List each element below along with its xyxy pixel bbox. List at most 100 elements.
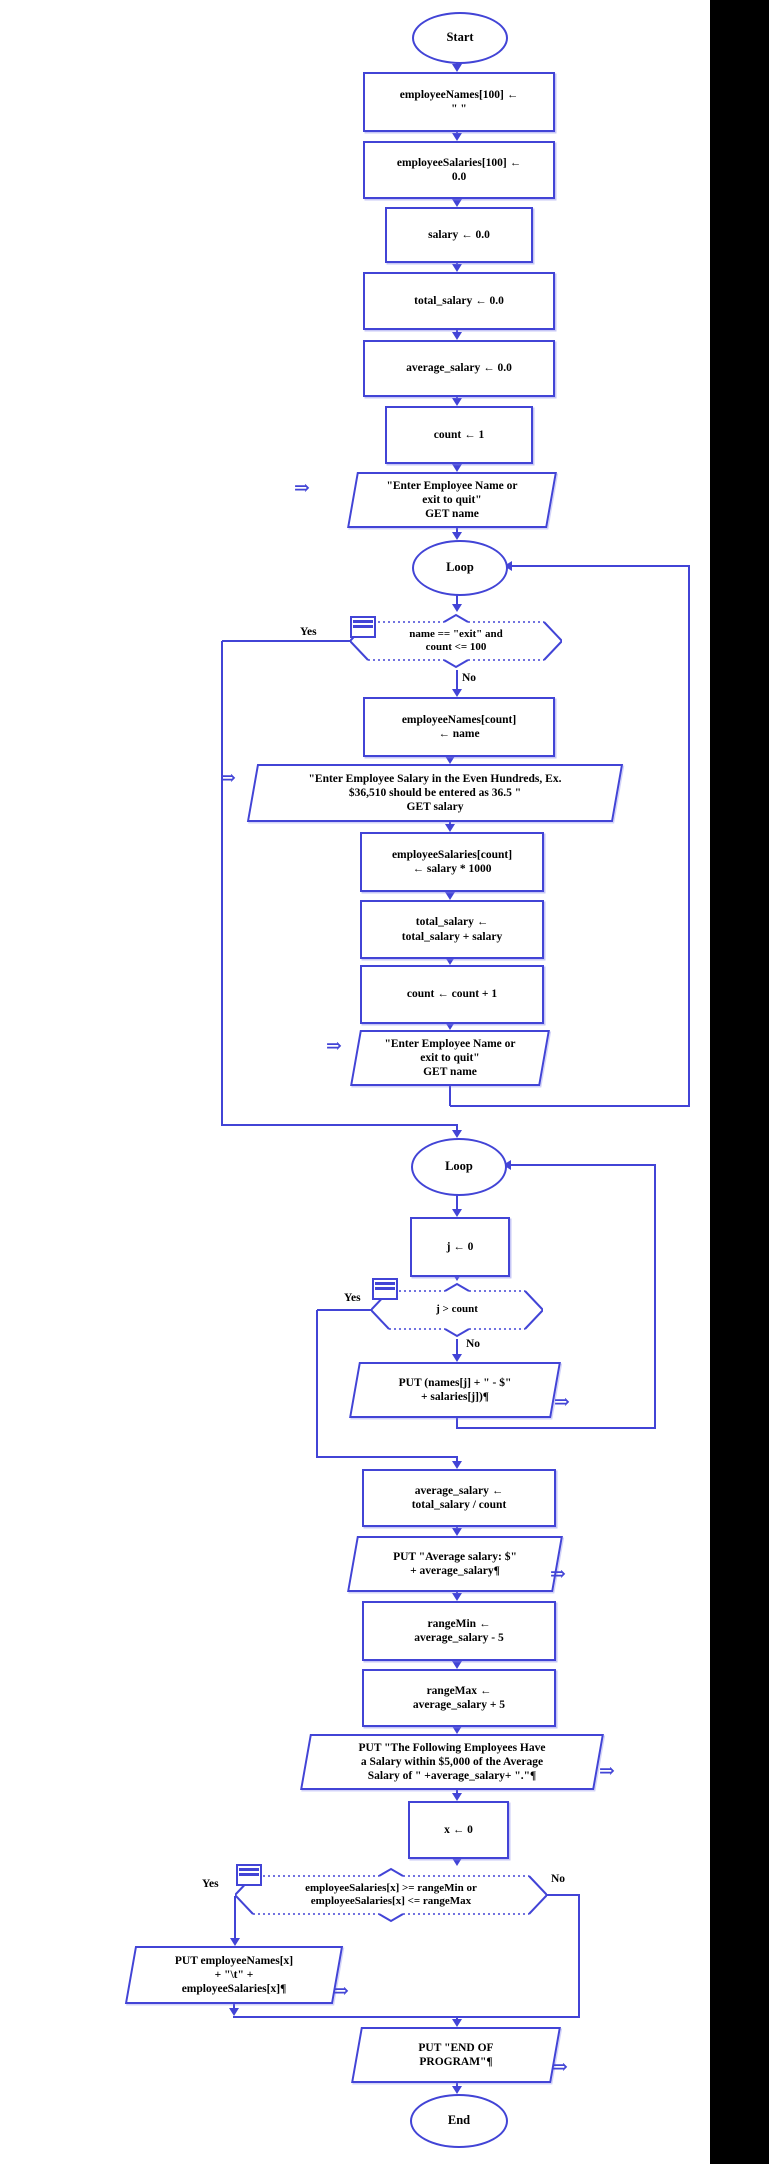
no-label: No (551, 1873, 566, 1885)
flow-line (456, 670, 458, 690)
process-range-min[interactable]: rangeMin ← average_salary - 5 (362, 1601, 556, 1661)
flow-arrowhead-down (445, 756, 455, 764)
end-terminal[interactable]: End (410, 2094, 508, 2148)
node-text: employeeSalaries[count] ← salary * 1000 (391, 848, 513, 875)
process-init-j[interactable]: j ← 0 (410, 1217, 510, 1277)
flow-arrowhead-down (452, 332, 462, 340)
input-arrow-icon: ⇒ (220, 768, 236, 789)
node-text: count ← count + 1 (406, 988, 498, 1001)
flow-line (511, 1164, 656, 1166)
flow-arrowhead-down (452, 1273, 462, 1281)
io-put-end-of-program[interactable]: PUT "END OF PROGRAM"¶ (351, 2027, 561, 2083)
end-label: End (447, 2113, 471, 2128)
yes-label: Yes (344, 1292, 361, 1304)
no-label: No (466, 1338, 481, 1350)
flow-line (221, 641, 223, 1125)
node-text: count ← 1 (433, 428, 485, 441)
flow-arrowhead-down (452, 1209, 462, 1217)
process-range-max[interactable]: rangeMax ← average_salary + 5 (362, 1669, 556, 1727)
process-init-x[interactable]: x ← 0 (408, 1801, 509, 1859)
flow-arrowhead-down (452, 1858, 462, 1866)
flow-line (578, 1896, 580, 2017)
flow-line (456, 528, 458, 533)
flow-arrowhead-down (229, 2008, 239, 2016)
flow-line (654, 1165, 656, 1429)
node-text: "Enter Employee Name or exit to quit" GE… (386, 479, 518, 520)
start-terminal[interactable]: Start (412, 12, 508, 64)
decision-grid-icon[interactable] (372, 1278, 398, 1300)
io-get-name-1[interactable]: "Enter Employee Name or exit to quit" GE… (347, 472, 557, 528)
io-put-employee[interactable]: PUT employeeNames[x] + "\t" + employeeSa… (124, 1946, 344, 2004)
process-init-count[interactable]: count ← 1 (385, 406, 533, 464)
process-init-average-salary[interactable]: average_salary ← 0.0 (363, 340, 555, 397)
decision-grid-icon[interactable] (236, 1864, 262, 1886)
output-arrow-icon: ⇒ (599, 1761, 615, 1782)
start-label: Start (446, 30, 474, 45)
process-accumulate-total-salary[interactable]: total_salary ← total_salary + salary (360, 900, 544, 959)
process-init-employee-names[interactable]: employeeNames[100] ← " " (363, 72, 555, 132)
decision-j-greater-count[interactable]: j > count (371, 1281, 543, 1339)
io-put-range-message[interactable]: PUT "The Following Employees Have a Sala… (300, 1734, 604, 1790)
node-text: "Enter Employee Salary in the Even Hundr… (308, 772, 562, 813)
flow-arrowhead-down (445, 892, 455, 900)
flow-arrowhead-down (452, 604, 462, 612)
flow-arrowhead-left (503, 1160, 511, 1170)
process-assign-employee-name[interactable]: employeeNames[count] ← name (363, 697, 555, 757)
io-put-names[interactable]: PUT (names[j] + " - $" + salaries[j])¶ (349, 1362, 561, 1418)
flow-line (316, 1456, 457, 1458)
flow-arrowhead-down (452, 1528, 462, 1536)
flow-line (233, 2016, 580, 2018)
flow-arrowhead-down (452, 1793, 462, 1801)
node-text: rangeMax ← average_salary + 5 (412, 1684, 506, 1711)
node-text: employeeNames[count] ← name (401, 713, 517, 740)
output-arrow-icon: ⇒ (552, 2057, 568, 2078)
decision-exit-condition[interactable]: name == "exit" and count <= 100 (350, 612, 562, 670)
node-text: total_salary ← total_salary + salary (401, 916, 503, 943)
flow-arrowhead-down (452, 64, 462, 72)
process-init-total-salary[interactable]: total_salary ← 0.0 (363, 272, 555, 330)
flow-line (317, 1309, 371, 1311)
flow-arrowhead-left (504, 561, 512, 571)
loop1-oval[interactable]: Loop (412, 540, 508, 596)
flow-arrowhead-down (452, 1130, 462, 1138)
decision-grid-icon[interactable] (350, 616, 376, 638)
flow-line (450, 1105, 690, 1107)
process-increment-count[interactable]: count ← count + 1 (360, 965, 544, 1024)
flow-line (456, 592, 458, 605)
flow-line (456, 2083, 458, 2087)
node-text: average_salary ← 0.0 (406, 362, 512, 375)
flow-line (316, 1310, 318, 1457)
flow-arrowhead-down (445, 957, 455, 965)
node-text: j > count (436, 1303, 478, 1316)
process-init-employee-salaries[interactable]: employeeSalaries[100] ← 0.0 (363, 141, 555, 199)
flow-line (449, 1086, 451, 1106)
flow-arrowhead-down (452, 2019, 462, 2027)
io-put-average[interactable]: PUT "Average salary: $" + average_salary… (347, 1536, 563, 1592)
output-arrow-icon: ⇒ (554, 1392, 570, 1413)
node-text: employeeNames[100] ← " " (399, 88, 519, 115)
node-text: PUT "Average salary: $" + average_salary… (393, 1550, 517, 1577)
process-assign-employee-salary[interactable]: employeeSalaries[count] ← salary * 1000 (360, 832, 544, 892)
flow-line (688, 566, 690, 1107)
node-text: salary ← 0.0 (428, 228, 490, 241)
flow-arrowhead-down (452, 398, 462, 406)
input-arrow-icon: ⇒ (326, 1036, 342, 1057)
flow-line (456, 1456, 458, 1462)
process-init-salary[interactable]: salary ← 0.0 (385, 207, 533, 263)
process-calc-average[interactable]: average_salary ← total_salary / count (362, 1469, 556, 1527)
loop2-oval[interactable]: Loop (411, 1138, 507, 1196)
loop-label: Loop (446, 560, 474, 575)
io-get-salary[interactable]: "Enter Employee Salary in the Even Hundr… (246, 764, 624, 822)
flow-arrowhead-down (452, 464, 462, 472)
node-text: total_salary ← 0.0 (414, 294, 504, 307)
input-arrow-icon: ⇒ (294, 478, 310, 499)
flow-line (456, 1790, 458, 1794)
decision-salary-in-range[interactable]: employeeSalaries[x] >= rangeMin or emplo… (235, 1866, 547, 1924)
io-get-name-2[interactable]: "Enter Employee Name or exit to quit" GE… (350, 1030, 550, 1086)
flow-arrowhead-down (445, 824, 455, 832)
flow-line (234, 1896, 236, 1939)
yes-label: Yes (202, 1878, 219, 1890)
flow-arrowhead-down (452, 1661, 462, 1669)
node-text: j ← 0 (446, 1240, 474, 1253)
